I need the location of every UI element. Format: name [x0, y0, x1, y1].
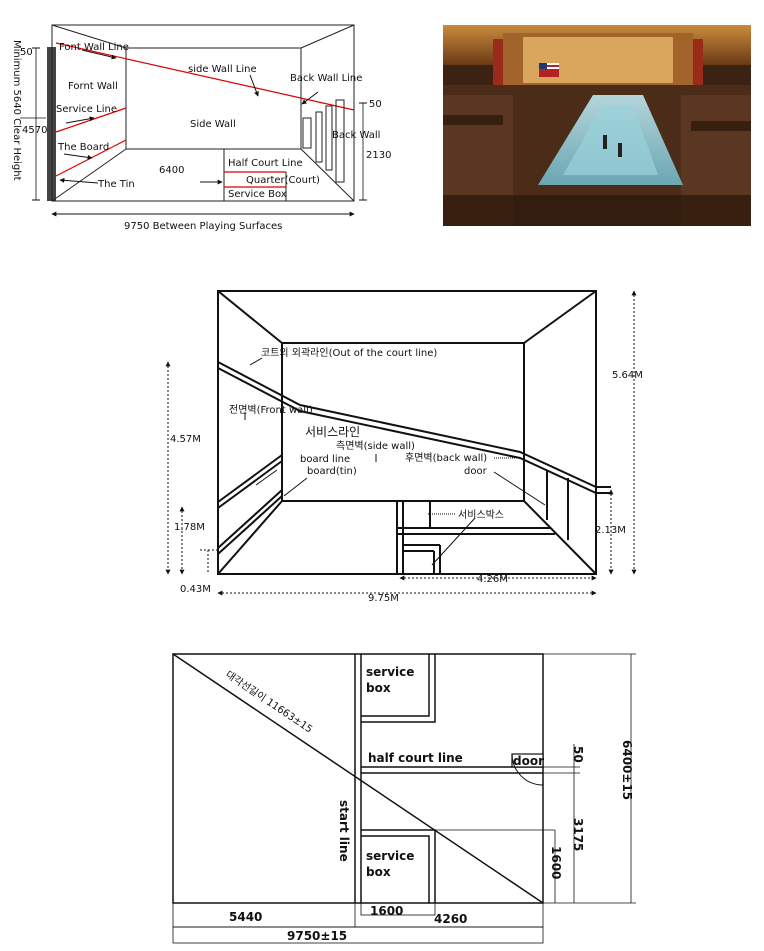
bottom-court-plan: service box service box half court line … — [172, 653, 636, 944]
mid-dim-975: 9.75M — [368, 593, 399, 604]
plan-door-label: door — [513, 754, 544, 768]
top-label-the-board: The Board — [57, 142, 109, 153]
mid-back-panel — [281, 342, 525, 502]
plan-dim-1600-vertical: 1600 — [549, 846, 563, 879]
top-dim-6400: 6400 — [159, 165, 184, 176]
top-label-font-wall-line: Font Wall Line — [59, 42, 129, 53]
plan-half-court-line: half court line — [368, 751, 463, 765]
top-court-perspective: Font Wall Line side Wall Line Back Wall … — [11, 24, 391, 232]
top-dim-50-left: 50 — [20, 47, 33, 58]
plan-door-swing — [511, 753, 544, 786]
plan-service-box-top-line2: box — [366, 681, 391, 695]
squash-hall-photo-art — [443, 25, 751, 226]
top-label-back-wall: Back Wall — [332, 130, 380, 141]
plan-dim-3175: 3175 — [571, 818, 585, 851]
plan-dim-1600-horizontal: 1600 — [370, 904, 403, 918]
top-label-half-court-line: Half Court Line — [228, 158, 303, 169]
mid-label-out-of-court: 코트의 외곽라인(Out of the court line) — [261, 347, 437, 359]
plan-diagonal-label: 대각선길이 11663±15 — [223, 668, 315, 736]
mid-label-front-wall: 전면벽(Front wall) — [229, 404, 313, 416]
top-outer-frame — [51, 24, 355, 202]
mid-label-door: door — [464, 466, 488, 477]
top-dim-2130: 2130 — [366, 150, 391, 161]
mid-dim-178: 1.78M — [174, 522, 205, 533]
mid-dim-043: 0.43M — [180, 584, 211, 595]
plan-service-box-top-line1: service — [366, 665, 414, 679]
middle-court-perspective: 코트의 외곽라인(Out of the court line) 전면벽(Fron… — [165, 290, 643, 604]
plan-dim-9750: 9750±15 — [287, 929, 347, 943]
top-dim-4570: 4570 — [22, 125, 47, 136]
plan-dim-6400: 6400±15 — [620, 740, 634, 800]
mid-label-board-tin: board(tin) — [307, 466, 357, 477]
top-label-service-line: Service Line — [56, 104, 117, 115]
top-label-the-tin: The Tin — [97, 179, 135, 190]
top-label-service-box: Service Box — [228, 189, 287, 200]
plan-dim-4260: 4260 — [434, 912, 467, 926]
top-dim-between-surfaces: 9750 Between Playing Surfaces — [124, 221, 282, 232]
plan-dim-50: 50 — [571, 746, 585, 763]
mid-label-board-line: board line — [300, 454, 350, 465]
mid-dim-426: 4.26M — [477, 574, 508, 585]
mid-dim-213: 2.13M — [595, 525, 626, 536]
mid-label-side-wall: 측면벽(side wall) — [336, 440, 415, 452]
top-label-fornt-wall: Fornt Wall — [68, 81, 118, 92]
mid-label-service-line: 서비스라인 — [305, 425, 360, 439]
squash-hall-photo — [443, 25, 751, 226]
top-dim-50-right: 50 — [369, 99, 382, 110]
mid-dim-564: 5.64M — [612, 370, 643, 381]
top-out-line — [55, 42, 355, 111]
plan-dim-5440: 5440 — [229, 910, 262, 924]
plan-start-line: start line — [337, 800, 351, 862]
top-label-side-wall: Side Wall — [190, 119, 236, 130]
mid-label-service-box: 서비스박스 — [458, 509, 504, 521]
mid-dim-457: 4.57M — [170, 434, 201, 445]
top-label-back-wall-line: Back Wall Line — [290, 73, 362, 84]
top-label-side-wall-line: side Wall Line — [188, 64, 257, 75]
mid-label-back-wall: 후면벽(back wall) — [405, 452, 487, 464]
plan-door — [511, 753, 544, 768]
mid-outer-frame — [217, 290, 597, 575]
top-dim-min-height: Minimum 5640 Clear Height — [11, 40, 22, 181]
plan-diagonal — [172, 653, 544, 904]
plan-service-box-bottom-line1: service — [366, 849, 414, 863]
top-label-quarter-court: Quarter(Court) — [246, 175, 320, 186]
plan-service-box-bottom-line2: box — [366, 865, 391, 879]
